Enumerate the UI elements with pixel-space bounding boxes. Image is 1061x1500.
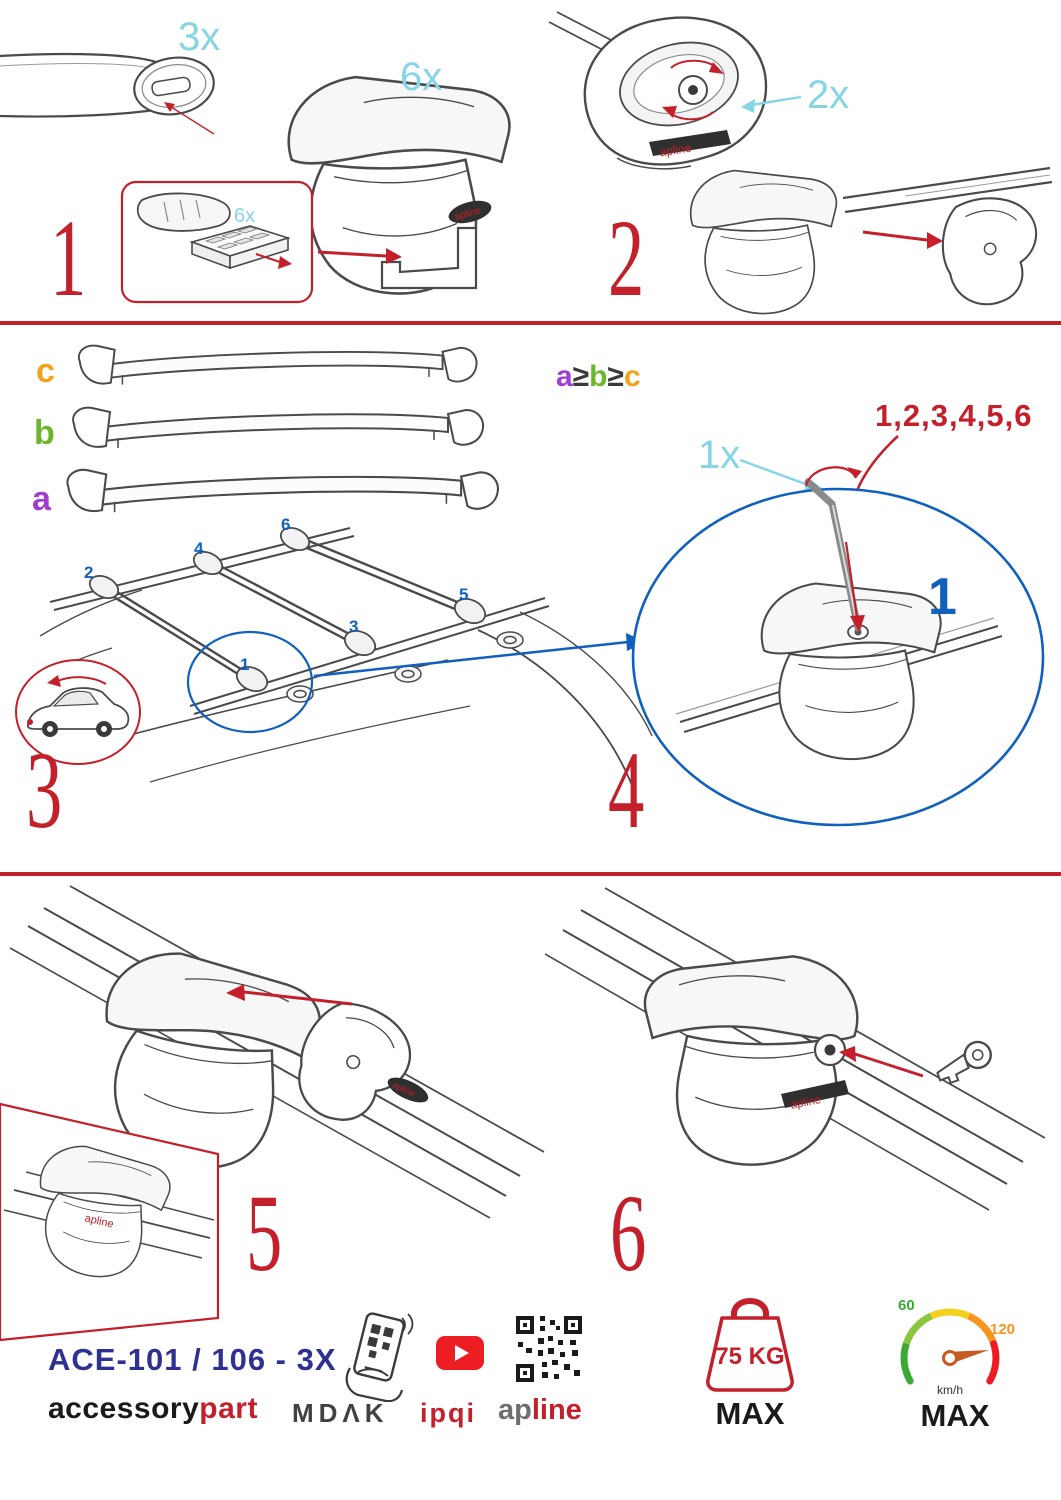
step-4-number: 4 [608, 729, 644, 851]
car-inset [15, 659, 141, 765]
tighten-sequence: 1,2,3,4,5,6 [875, 398, 1033, 433]
size-label-a: a [32, 480, 52, 518]
bar-row-c [77, 344, 478, 386]
key [936, 1040, 992, 1085]
bar-row-a [66, 468, 499, 514]
attach-arrow [862, 230, 928, 242]
size-formula: a≥b≥c [556, 360, 641, 393]
roof-layout-drawing [35, 526, 653, 797]
svg-text:4: 4 [194, 539, 204, 558]
speed-low-label: 60 [898, 1297, 915, 1314]
step3-illustration: c b a a≥b≥c [15, 344, 653, 797]
crossbar-drawing [0, 52, 215, 135]
max-weight-icon: 75 KG [706, 1298, 794, 1392]
ipqi-logo: ipqi [420, 1398, 476, 1428]
step1-illustration: 3x apline 6x 6x [0, 15, 511, 304]
foot-drawing: apline [287, 75, 511, 295]
slide-arrow [243, 990, 353, 1006]
bar-quantity-label: 3x [178, 15, 220, 59]
step-1-number: 1 [50, 197, 86, 319]
closed-inset: apline [0, 1102, 220, 1342]
zoom-arrow [313, 640, 629, 678]
hand [345, 1367, 404, 1402]
step-5-number: 5 [246, 1172, 282, 1294]
brand-wordmark: accessorypart [48, 1392, 258, 1426]
roof-pads [286, 631, 524, 703]
step6-illustration: apline [545, 887, 1046, 1211]
bar-pointer-arrow [167, 104, 215, 135]
zoom-detail [675, 466, 1003, 761]
speed-unit-label: km/h [937, 1383, 963, 1397]
brand-patch: apline [448, 200, 492, 224]
brand-patch: apline [387, 1077, 429, 1103]
brand-wordmark-black: accessory [48, 1392, 200, 1425]
weight-value: 75 KG [715, 1343, 784, 1370]
phone-qr-icon [345, 1312, 414, 1402]
bar-row-b [72, 406, 485, 449]
position-numbers: 2 4 6 1 3 5 [84, 515, 468, 674]
svg-text:2: 2 [84, 563, 93, 582]
step-6-number: 6 [610, 1172, 646, 1294]
brand-band [649, 130, 731, 156]
speedometer-icon: 60 120 km/h [898, 1297, 1015, 1397]
svg-text:1: 1 [240, 655, 249, 674]
mdak-logo: MDΛK [292, 1398, 389, 1428]
tool-quantity-label: 1x [698, 433, 740, 477]
svg-text:6: 6 [281, 515, 290, 534]
svg-text:apline: apline [790, 1094, 822, 1112]
foot-top-view: apline [548, 11, 768, 170]
allen-key [804, 478, 862, 632]
highlight-position: 1 [928, 568, 957, 626]
car-body [26, 687, 130, 730]
size-label-b: b [34, 414, 55, 452]
step2-illustration: apline 2x [548, 11, 1053, 315]
apline-logo-red: line [531, 1394, 582, 1426]
section-divider-1 [0, 321, 1061, 325]
bar-foot-assembly [689, 166, 1053, 315]
pad-quantity-label: 6x [234, 205, 255, 227]
tool-arrow [739, 458, 809, 487]
qr-code [514, 1314, 584, 1384]
apline-logo-gray: ap [498, 1394, 532, 1426]
apline-logo: apline [498, 1394, 582, 1427]
brand-band [781, 1080, 849, 1108]
svg-text:5: 5 [459, 585, 468, 604]
highlight-circle [186, 630, 314, 734]
inset-to-foot-arrow [317, 250, 387, 258]
brand-wordmark-red: part [199, 1392, 258, 1425]
speed-high-label: 120 [990, 1321, 1015, 1338]
step-3-number: 3 [26, 729, 62, 851]
size-label-c: c [36, 352, 55, 390]
foot-quantity-label: 6x [400, 55, 442, 99]
speed-max-label: MAX [920, 1398, 990, 1433]
model-code: ACE-101 / 106 - 3X [48, 1342, 337, 1377]
lock-quantity-label: 2x [807, 73, 849, 117]
section-divider-2 [0, 872, 1061, 876]
svg-text:apline: apline [659, 141, 693, 160]
step5-illustration: apline apline [0, 885, 545, 1342]
youtube-icon [436, 1336, 484, 1370]
pad-inset: 6x [120, 180, 402, 304]
end-cap [941, 197, 1038, 306]
step4-illustration: 1,2,3,4,5,6 1x 1 [631, 398, 1045, 827]
weight-max-label: MAX [715, 1396, 785, 1431]
key-arrow [854, 1052, 924, 1078]
step-2-number: 2 [608, 197, 644, 319]
svg-text:3: 3 [349, 617, 358, 636]
foot-base-bracket [380, 226, 478, 290]
